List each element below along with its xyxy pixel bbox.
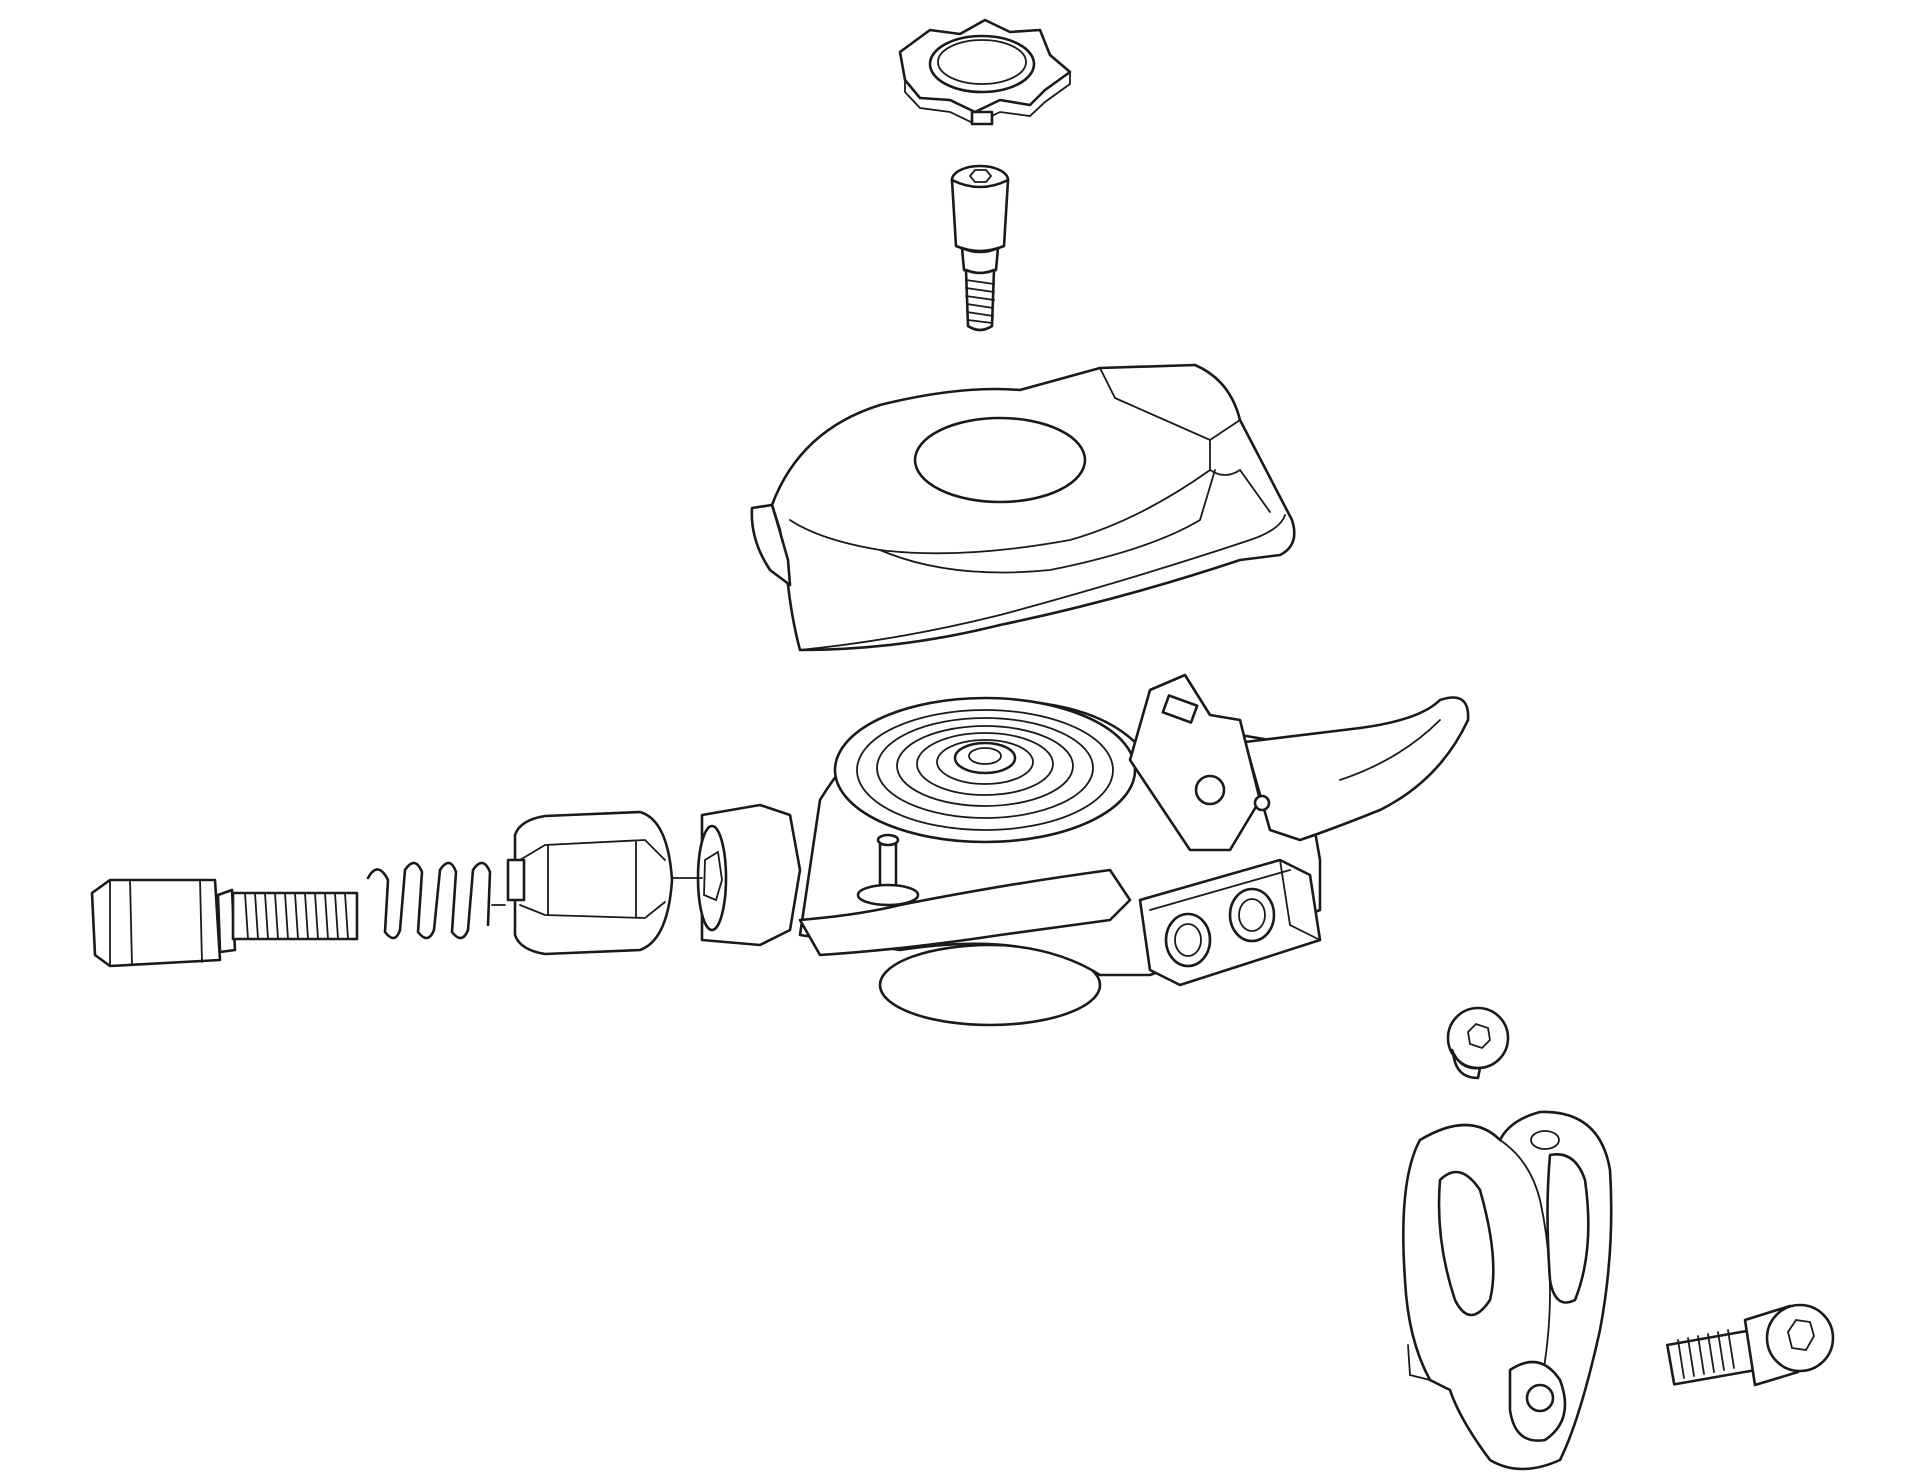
top-cover (750, 363, 1296, 652)
top-cap-knob (898, 18, 1072, 126)
pivot-bolt (950, 164, 1010, 332)
cable-holder (506, 810, 674, 956)
clamp-bolt (1665, 1303, 1835, 1387)
shifter-body (696, 673, 1470, 1027)
cable-line (491, 877, 703, 906)
handlebar-clamp (1402, 1110, 1613, 1471)
coil-spring (366, 861, 492, 940)
barrel-adjuster (90, 878, 359, 968)
small-hex-bolt (1446, 1006, 1510, 1080)
